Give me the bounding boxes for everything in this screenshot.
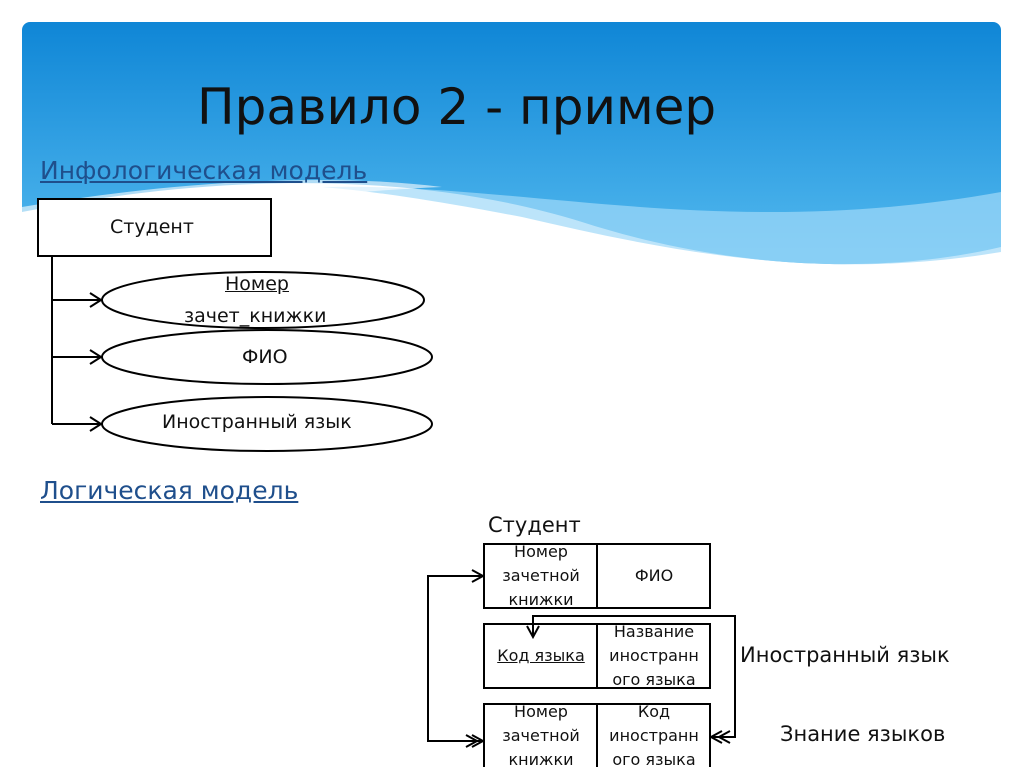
student-table-label: Студент	[488, 513, 581, 537]
knowledge-table-label: Знание языков	[780, 722, 946, 746]
attr-fio: ФИО	[242, 346, 288, 368]
attr-number-line1: Номер	[225, 273, 289, 295]
infological-heading[interactable]: Инфологическая модель	[40, 156, 368, 185]
attr-language: Иностранный язык	[162, 411, 352, 433]
language-col-name: Название иностранн ого языка	[609, 622, 699, 689]
language-col-code: Код языка	[497, 646, 585, 665]
logical-heading[interactable]: Логическая модель	[40, 476, 299, 505]
language-table-label: Иностранный язык	[740, 643, 950, 667]
student-col-number: Номер зачетной книжки	[502, 542, 580, 609]
knowledge-col-number: Номер зачетной книжки	[502, 702, 580, 769]
knowledge-col-code: Код иностранн ого языка	[609, 702, 699, 769]
attr-number-line2: зачет_книжки	[184, 305, 327, 327]
slide-title: Правило 2 - пример	[197, 78, 717, 136]
entity-student: Студент	[110, 216, 194, 238]
student-col-fio: ФИО	[634, 566, 674, 585]
